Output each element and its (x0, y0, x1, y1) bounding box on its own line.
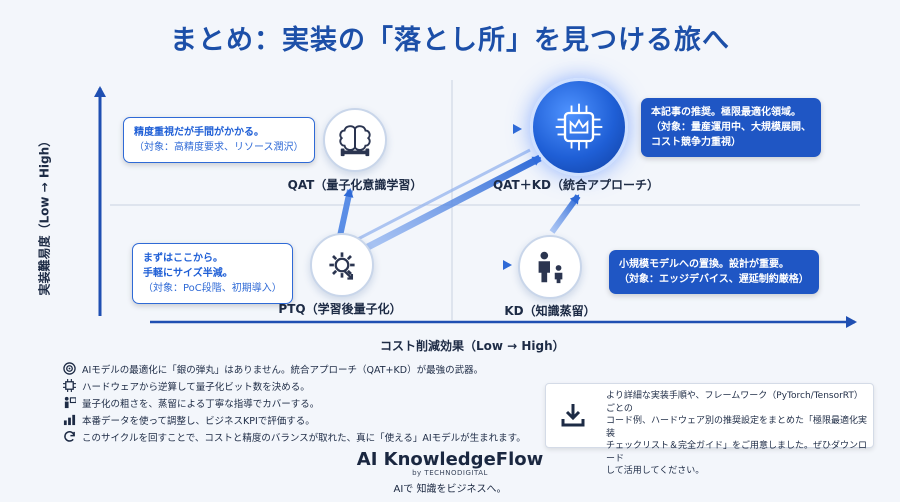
summary-item: 本番データを使って調整し、ビジネスKPIで評価する。 (62, 411, 526, 428)
cta-line: より詳細な実装手順や、フレームワーク（PyTorch/TensorRT）ごとの (606, 391, 863, 414)
brand-footer: AI KnowledgeFlow by TECHNODIGITAL AIで 知識… (0, 449, 900, 495)
brain-icon (339, 125, 371, 157)
download-guide-text: より詳細な実装手順や、フレームワーク（PyTorch/TensorRT）ごとの … (606, 390, 868, 478)
crown-chip-icon (555, 103, 603, 151)
ptq-label: PTQ（学習後量子化） (278, 302, 402, 316)
y-axis-label: 実装難易度（Low → High） (37, 134, 52, 296)
qat-callout-line: 精度重視だが手間がかかる。 (134, 127, 264, 138)
qat-kd-callout-line: 本記事の推奨。極限最適化領域。 (651, 107, 801, 118)
summary-item: このサイクルを回すことで、コストと精度のバランスが取れた、真に「使える」AIモデ… (62, 428, 526, 445)
brand-byline: by TECHNODIGITAL (412, 469, 488, 477)
summary-item: AIモデルの最適化に「銀の弾丸」はありません。統合アプローチ（QAT+KD）が最… (62, 360, 526, 377)
summary-list: AIモデルの最適化に「銀の弾丸」はありません。統合アプローチ（QAT+KD）が最… (62, 360, 526, 445)
ptq-callout: まずはここから。 手軽にサイズ半減。 （対象：PoC段階、初期導入） (132, 243, 293, 304)
kd-label: KD（知識蒸留） (504, 304, 596, 318)
qat-label: QAT（量子化意識学習） (287, 178, 423, 192)
kd-node (518, 235, 582, 299)
target-icon (62, 362, 76, 376)
download-icon[interactable] (559, 401, 587, 429)
qat-kd-callout-line: （対象：量産運用中、大規模展開、 (651, 122, 811, 133)
arrow-ptq-to-qatkd (360, 154, 542, 254)
cta-line: して活用してください。 (606, 466, 705, 476)
arrow-ptq-to-qatkd-2 (355, 148, 531, 242)
summary-text: このサイクルを回すことで、コストと精度のバランスが取れた、真に「使える」AIモデ… (82, 432, 526, 444)
kd-callout-line: （対象：エッジデバイス、遅延制約厳格） (619, 274, 809, 285)
page-title: まとめ：実装の「落とし所」を見つける旅へ (170, 25, 730, 56)
chip-icon (62, 379, 76, 393)
kd-callout-line: 小規模モデルへの置換。設計が重要。 (619, 259, 789, 270)
summary-item: ハードウェアから逆算して量子化ビット数を決める。 (62, 377, 526, 394)
cta-line: チェックリスト＆完全ガイド」をご用意しました。ぜひダウンロード (606, 441, 868, 464)
x-axis-label: コスト削減効果（Low → High） (380, 339, 565, 353)
brand-tagline: AIで 知識をビジネスへ。 (393, 484, 507, 495)
qat-node (323, 108, 387, 172)
arrow-ptq-to-qat (337, 188, 354, 237)
download-guide-card[interactable]: より詳細な実装手順や、フレームワーク（PyTorch/TensorRT）ごとの … (545, 383, 874, 476)
cta-line: コード例、ハードウェア別の推奨設定をまとめた「極限最適化実装 (606, 416, 868, 439)
teacher-student-icon (538, 251, 563, 284)
teacher-icon (62, 396, 76, 410)
summary-text: 本番データを使って調整し、ビジネスKPIで評価する。 (82, 415, 315, 427)
summary-text: 量子化の粗さを、蒸留による丁寧な指導でカバーする。 (82, 398, 320, 410)
qat-kd-callout: 本記事の推奨。極限最適化領域。 （対象：量産運用中、大規模展開、 コスト競争力重… (641, 98, 821, 157)
qat-callout-line: （対象：高精度要求、リソース潤沢） (134, 142, 304, 153)
ptq-callout-line: まずはここから。 (143, 253, 223, 264)
chart-icon (62, 413, 76, 427)
ptq-callout-line: （対象：PoC段階、初期導入） (143, 283, 282, 294)
qat-kd-callout-line: コスト競争力重視） (651, 137, 741, 148)
gear-cycle-icon (329, 252, 355, 280)
qat-callout: 精度重視だが手間がかかる。 （対象：高精度要求、リソース潤沢） (123, 117, 315, 163)
summary-text: AIモデルの最適化に「銀の弾丸」はありません。統合アプローチ（QAT+KD）が最… (82, 364, 484, 376)
summary-item: 量子化の粗さを、蒸留による丁寧な指導でカバーする。 (62, 394, 526, 411)
ptq-node (310, 233, 374, 297)
arrow-kd-to-qatkd (549, 194, 581, 234)
summary-text: ハードウェアから逆算して量子化ビット数を決める。 (82, 381, 310, 393)
cycle-icon (62, 430, 76, 444)
qat-kd-label: QAT＋KD（統合アプローチ） (492, 178, 659, 192)
kd-callout: 小規模モデルへの置換。設計が重要。 （対象：エッジデバイス、遅延制約厳格） (609, 250, 819, 294)
brand-name: AI KnowledgeFlow (356, 449, 544, 470)
ptq-callout-line: 手軽にサイズ半減。 (143, 268, 233, 279)
qat-kd-node (530, 78, 628, 176)
